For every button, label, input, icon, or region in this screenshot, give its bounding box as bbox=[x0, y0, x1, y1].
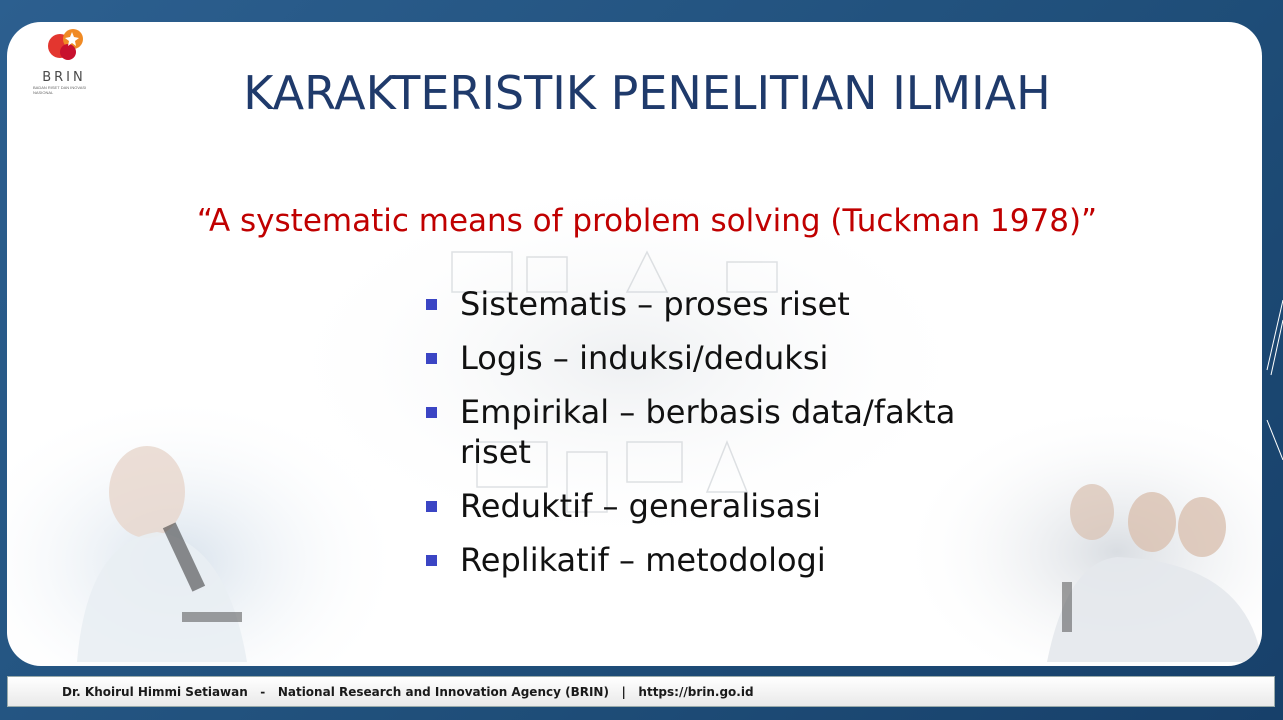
bullet-text: Sistematis – proses riset bbox=[460, 285, 850, 323]
slide-subtitle-quote: “A systematic means of problem solving (… bbox=[196, 203, 1098, 239]
brin-logo-subtext: Badan Riset dan Inovasi Nasional bbox=[33, 85, 87, 95]
slide-title: KARAKTERISTIK PENELITIAN ILMIAH bbox=[243, 66, 1051, 120]
bullet-item: Replikatif – metodologi bbox=[422, 540, 1022, 580]
brin-logo: BRIN Badan Riset dan Inovasi Nasional bbox=[33, 24, 103, 95]
brin-logo-text: BRIN bbox=[42, 70, 86, 85]
bullet-list: Sistematis – proses riset Logis – induks… bbox=[422, 284, 1022, 594]
bullet-item: Sistematis – proses riset bbox=[422, 284, 1022, 324]
bullet-item: Reduktif – generalisasi bbox=[422, 486, 1022, 526]
bullet-text: Empirikal – berbasis data/fakta riset bbox=[460, 393, 956, 471]
square-bullet-icon bbox=[426, 353, 437, 364]
background-lab-illustration bbox=[7, 172, 1262, 666]
square-bullet-icon bbox=[426, 501, 437, 512]
square-bullet-icon bbox=[426, 299, 437, 310]
bullet-text: Reduktif – generalisasi bbox=[460, 487, 822, 525]
bullet-item: Logis – induksi/deduksi bbox=[422, 338, 1022, 378]
bullet-item: Empirikal – berbasis data/fakta riset bbox=[422, 392, 1022, 472]
decorative-lines bbox=[1266, 300, 1283, 460]
square-bullet-icon bbox=[426, 555, 437, 566]
footer-bar: Dr. Khoirul Himmi Setiawan - National Re… bbox=[7, 676, 1275, 707]
square-bullet-icon bbox=[426, 407, 437, 418]
slide-canvas: BRIN Badan Riset dan Inovasi Nasional KA… bbox=[7, 22, 1262, 666]
brin-logo-mark-icon bbox=[48, 29, 83, 60]
bullet-text: Logis – induksi/deduksi bbox=[460, 339, 829, 377]
bullet-text: Replikatif – metodologi bbox=[460, 541, 826, 579]
footer-text: Dr. Khoirul Himmi Setiawan - National Re… bbox=[62, 685, 754, 699]
